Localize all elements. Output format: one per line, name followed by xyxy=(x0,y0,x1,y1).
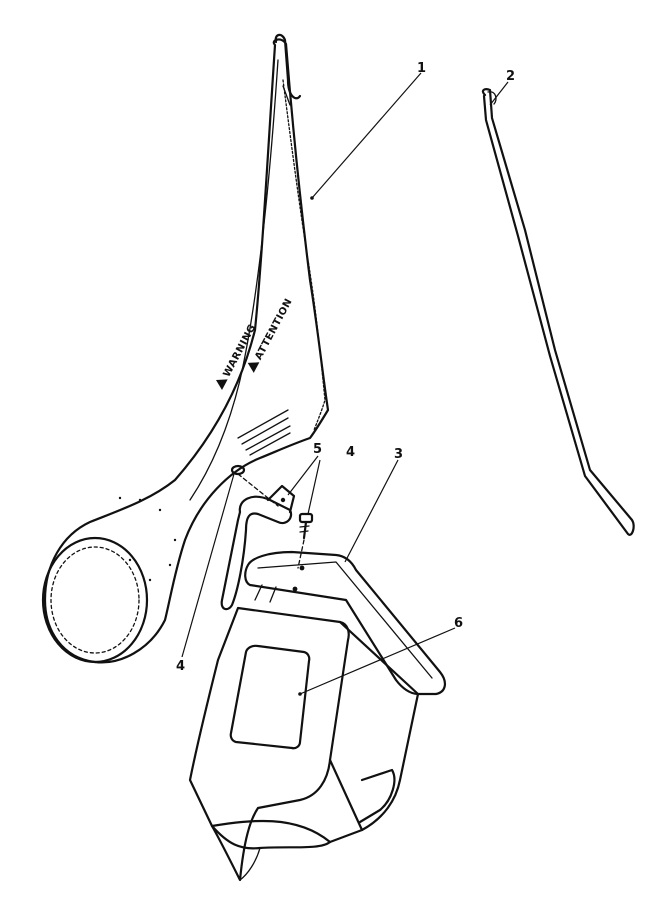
bag-mesh-marks xyxy=(118,496,177,582)
pin xyxy=(230,464,279,507)
callout-chute: 3 xyxy=(394,447,403,462)
decal-hatching xyxy=(237,409,291,456)
leader-lines xyxy=(181,72,509,696)
callout-rod: 2 xyxy=(506,69,515,84)
grass-bag xyxy=(41,33,330,664)
callout-screw: 4 xyxy=(346,445,355,460)
support-rod xyxy=(481,88,635,536)
callout-pin: 4 xyxy=(176,659,185,674)
discharge-chute xyxy=(188,550,446,882)
callout-label: 6 xyxy=(454,616,463,631)
callout-bracket: 5 xyxy=(313,442,322,457)
instruction-label xyxy=(229,644,311,750)
decal-attention-text: ATTENTION xyxy=(253,297,295,362)
screw xyxy=(297,512,314,569)
callout-labels: 1 2 3 4 5 4 6 xyxy=(176,61,515,674)
mounting-bracket xyxy=(220,484,296,611)
callout-bag: 1 xyxy=(417,61,426,76)
